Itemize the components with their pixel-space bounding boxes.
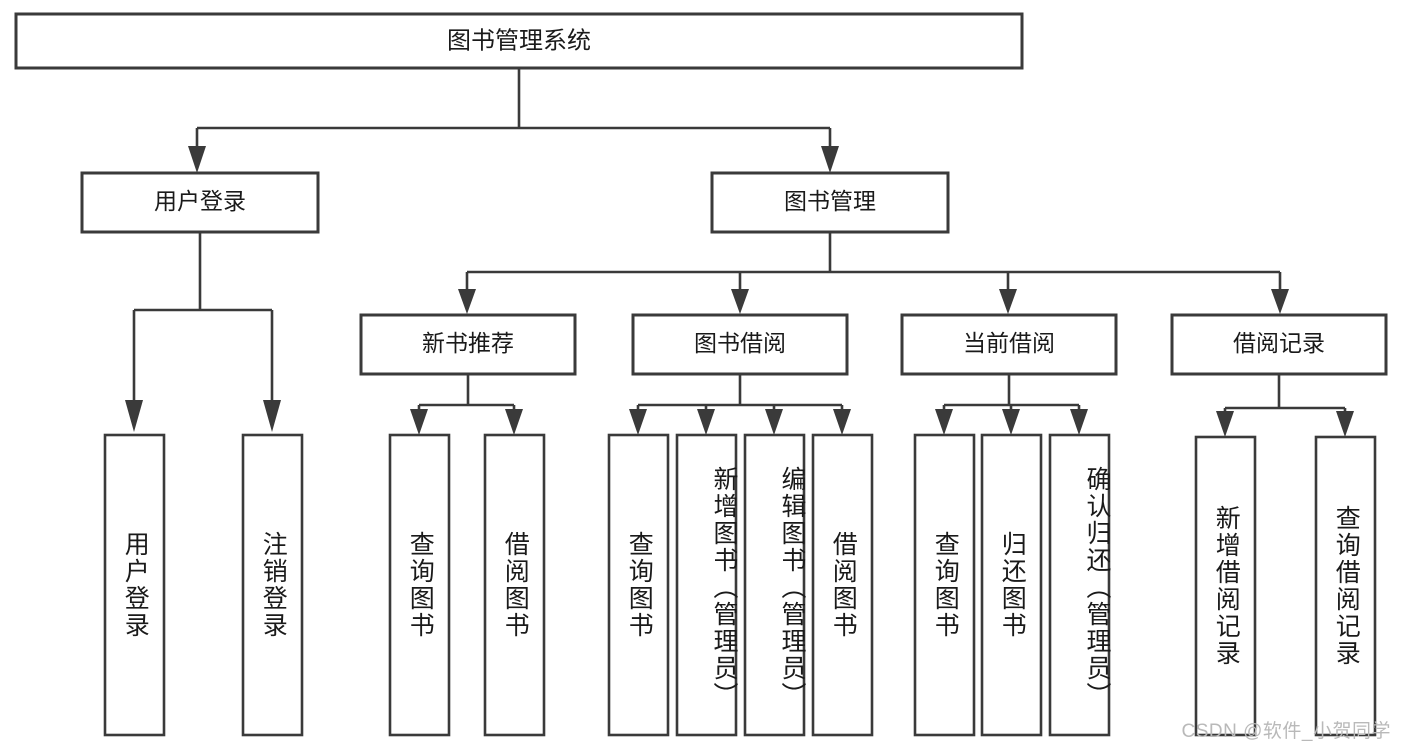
node-book-borrow-box[interactable] bbox=[631, 313, 849, 376]
leaf-box-query-book-1[interactable] bbox=[388, 433, 451, 737]
node-current-borrow-box[interactable] bbox=[900, 313, 1118, 376]
arrow-head-leaf-borrow-book-1 bbox=[505, 409, 523, 435]
leaf-box-return-book[interactable] bbox=[980, 433, 1043, 737]
connector-user-login-to-leaves bbox=[125, 232, 281, 432]
connector-new-book-recommend-to-leaves bbox=[410, 374, 523, 435]
arrow-head-leaf-query-book-2 bbox=[629, 409, 647, 435]
leaf-box-borrow-book-2[interactable] bbox=[811, 433, 874, 737]
leaf-box-add-book[interactable] bbox=[675, 433, 738, 737]
arrow-head-new-book-recommend bbox=[458, 289, 476, 314]
arrow-head-current-borrow bbox=[999, 289, 1017, 314]
arrow-head-borrow-record bbox=[1271, 289, 1289, 314]
node-user-login[interactable]: 用户登录 bbox=[80, 171, 320, 234]
arrow-head-leaf-confirm-return bbox=[1070, 409, 1088, 435]
leaf-box-borrow-book-1[interactable] bbox=[483, 433, 546, 737]
node-root-box[interactable] bbox=[14, 12, 1024, 70]
connector-current-borrow-to-leaves bbox=[935, 374, 1088, 435]
leaf-box-add-record[interactable] bbox=[1194, 435, 1257, 737]
node-book-management[interactable]: 图书管理 bbox=[710, 171, 950, 234]
connector-book-management-to-level2 bbox=[458, 232, 1289, 314]
node-new-book-recommend[interactable]: 新书推荐 bbox=[359, 313, 577, 376]
arrow-head-leaf-add-book bbox=[697, 409, 715, 435]
node-new-book-recommend-box[interactable] bbox=[359, 313, 577, 376]
node-book-management-box[interactable] bbox=[710, 171, 950, 234]
arrow-head-leaf-user-login bbox=[125, 400, 143, 432]
arrow-head-leaf-query-book-3 bbox=[935, 409, 953, 435]
leaf-box-edit-book[interactable] bbox=[743, 433, 806, 737]
arrow-head-leaf-edit-book bbox=[765, 409, 783, 435]
node-borrow-record-box[interactable] bbox=[1170, 313, 1388, 376]
node-borrow-record-label: 借阅记录 bbox=[1233, 330, 1325, 356]
leaf-box-query-record[interactable] bbox=[1314, 435, 1377, 737]
arrow-head-leaf-query-record bbox=[1336, 411, 1354, 437]
node-current-borrow-label: 当前借阅 bbox=[963, 330, 1055, 356]
node-root[interactable]: 图书管理系统 bbox=[14, 12, 1024, 70]
node-book-borrow[interactable]: 图书借阅 bbox=[631, 313, 849, 376]
leaf-box-user-login[interactable] bbox=[103, 433, 166, 737]
leaf-box-user-logout[interactable] bbox=[241, 433, 304, 737]
leaf-box-query-book-3[interactable] bbox=[913, 433, 976, 737]
arrow-head-leaf-query-book-1 bbox=[410, 409, 428, 435]
node-root-label: 图书管理系统 bbox=[447, 27, 591, 54]
arrow-head-leaf-borrow-book-2 bbox=[833, 409, 851, 435]
csdn-watermark: CSDN @软件_小贺同学 bbox=[1181, 721, 1391, 742]
node-user-login-label: 用户登录 bbox=[154, 188, 246, 214]
arrow-head-leaf-add-record bbox=[1216, 411, 1234, 437]
arrow-head-to-user-login bbox=[188, 146, 206, 173]
arrow-head-leaf-return-book bbox=[1002, 409, 1020, 435]
node-new-book-recommend-label: 新书推荐 bbox=[422, 330, 514, 356]
arrow-head-to-book-management bbox=[821, 146, 839, 173]
connector-root-to-level1 bbox=[188, 68, 839, 173]
node-book-borrow-label: 图书借阅 bbox=[694, 330, 786, 356]
leaf-box-query-book-2[interactable] bbox=[607, 433, 670, 737]
node-borrow-record[interactable]: 借阅记录 bbox=[1170, 313, 1388, 376]
leaf-box-confirm-return[interactable] bbox=[1048, 433, 1111, 737]
connector-borrow-record-to-leaves bbox=[1216, 374, 1354, 437]
arrow-head-leaf-user-logout bbox=[263, 400, 281, 432]
node-book-management-label: 图书管理 bbox=[784, 188, 876, 214]
node-current-borrow[interactable]: 当前借阅 bbox=[900, 313, 1118, 376]
connector-book-borrow-to-leaves bbox=[629, 374, 851, 435]
arrow-head-book-borrow bbox=[731, 289, 749, 314]
